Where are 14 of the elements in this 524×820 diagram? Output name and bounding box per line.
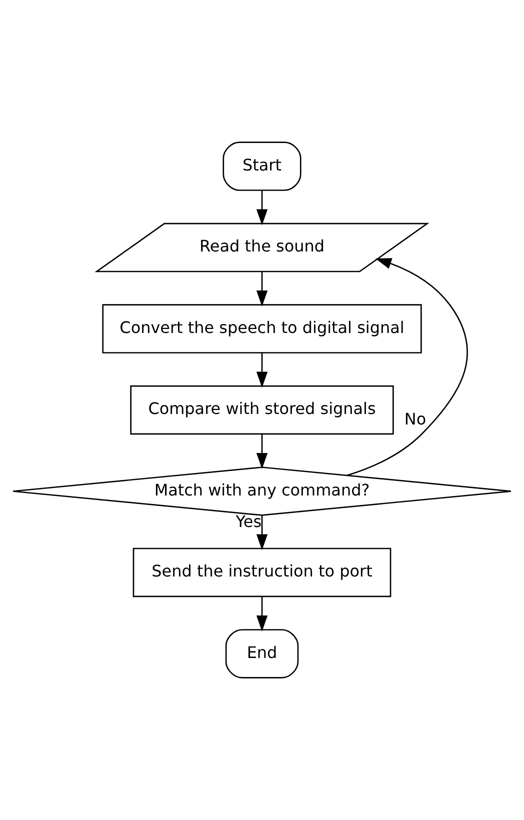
- node-box: Start: [222, 142, 302, 191]
- arrow: [256, 596, 268, 632]
- arrow: [256, 515, 268, 550]
- node-box: Convert the speech to digital signal: [102, 304, 422, 354]
- arrow: [256, 272, 268, 306]
- node-box: Compare with stored signals: [130, 385, 394, 435]
- node-box: End: [225, 629, 299, 678]
- arrow: [346, 258, 468, 476]
- arrow: [256, 190, 268, 226]
- node-diamond: Match with any command?: [12, 466, 512, 516]
- arrow: [256, 352, 268, 388]
- node-box: Send the instruction to port: [132, 548, 392, 598]
- edge-label: No: [404, 410, 426, 429]
- arrow: [256, 434, 268, 469]
